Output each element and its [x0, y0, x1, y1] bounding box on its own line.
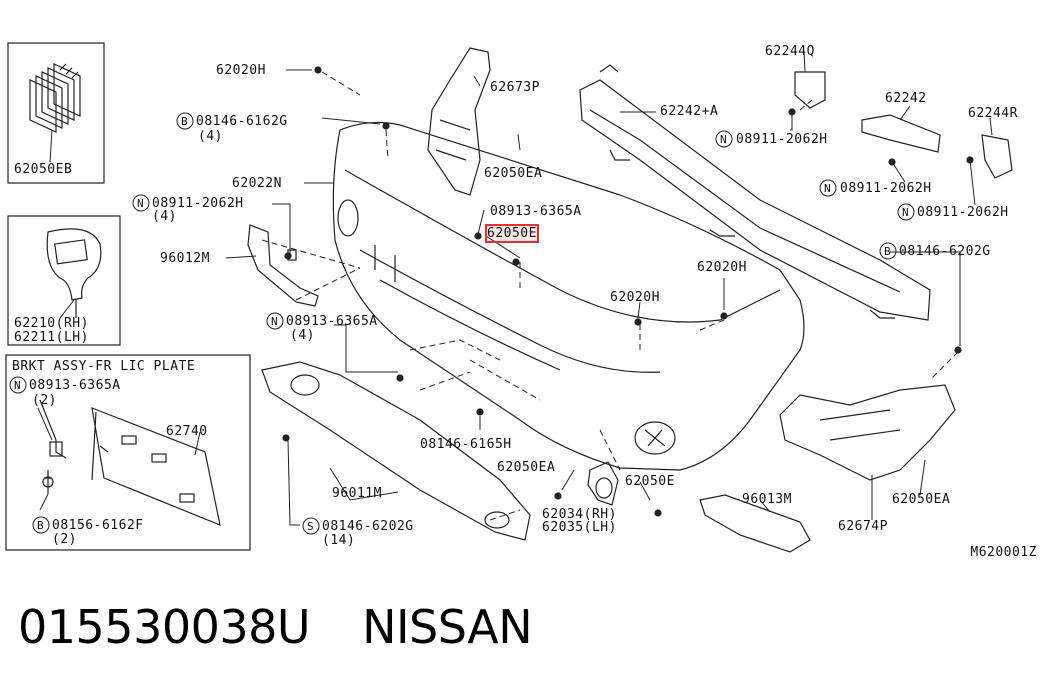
quantity: (4): [198, 129, 223, 144]
clip-stack-icon: [29, 63, 81, 133]
part-label[interactable]: 62020H: [610, 290, 660, 305]
part-label[interactable]: 62050E: [625, 474, 675, 489]
quantity: (2): [32, 393, 57, 408]
symbol-n: N: [720, 133, 728, 146]
part-label[interactable]: 62673P: [490, 80, 540, 95]
quantity: (2): [52, 532, 77, 547]
quantity: (4): [290, 328, 315, 343]
part-label[interactable]: 62242+A: [660, 104, 719, 119]
part-label[interactable]: 62050EA: [497, 460, 556, 475]
inset-box-62050EB: [7, 42, 105, 184]
quantity: (14): [322, 533, 356, 548]
inset-box-lic-plate: [5, 354, 251, 551]
part-label[interactable]: 08911-2062H: [917, 205, 1009, 220]
part-label[interactable]: 62050EA: [892, 492, 951, 507]
fog-lamp-62034: [587, 461, 619, 506]
part-label[interactable]: 96012M: [160, 251, 210, 266]
part-label[interactable]: 08911-2062H: [152, 196, 244, 211]
symbol-s: S: [307, 520, 315, 533]
symbol-circles: [9, 112, 915, 535]
part-label[interactable]: 62050EA: [484, 166, 543, 181]
part-label[interactable]: 62210(RH): [14, 316, 89, 331]
bracket-62673p: [427, 47, 491, 196]
diagram-code: M620001Z: [970, 545, 1037, 560]
part-label[interactable]: 62050EB: [14, 162, 73, 177]
part-label[interactable]: 62211(LH): [14, 330, 89, 345]
part-label[interactable]: 62242: [885, 91, 927, 106]
part-label[interactable]: 08911-2062H: [736, 132, 828, 147]
symbol-b: B: [884, 245, 892, 258]
part-label[interactable]: 08911-2062H: [840, 181, 932, 196]
inset-title: BRKT ASSY-FR LIC PLATE: [12, 359, 196, 374]
part-label[interactable]: 62244Q: [765, 44, 815, 59]
fasteners: [282, 66, 974, 517]
symbol-n: N: [902, 206, 910, 219]
part-label[interactable]: 08146-6165H: [420, 437, 512, 452]
symbol-n: N: [14, 379, 22, 392]
part-label[interactable]: 62034(RH): [542, 507, 617, 522]
part-label[interactable]: 08146-6202G: [899, 244, 991, 259]
inset-box-62210: [7, 215, 121, 346]
part-label[interactable]: 96011M: [332, 486, 382, 501]
symbol-b: B: [37, 519, 45, 532]
bracket-96013m: [699, 494, 811, 553]
part-number: 015530038U: [18, 600, 311, 654]
part-label[interactable]: 62020H: [216, 63, 266, 78]
symbol-n: N: [137, 197, 145, 210]
part-label[interactable]: 62022N: [232, 176, 282, 191]
symbol-n: N: [271, 315, 279, 328]
guide-lines: [261, 71, 959, 521]
part-label[interactable]: 08146-6162G: [196, 114, 288, 129]
footer-caption: 015530038U NISSAN: [18, 600, 533, 654]
part-label[interactable]: 96013M: [742, 492, 792, 507]
part-label[interactable]: 08156-6162F: [52, 518, 144, 533]
quantity: (4): [152, 209, 177, 224]
license-plate-bracket: [39, 399, 221, 526]
part-label[interactable]: 08913-6365A: [286, 314, 378, 329]
lower-panel-96011m: [261, 361, 531, 541]
part-label[interactable]: 08913-6365A: [29, 378, 121, 393]
part-label[interactable]: 62035(LH): [542, 520, 617, 535]
part-label[interactable]: 08913-6365A: [490, 204, 582, 219]
part-label[interactable]: 62020H: [697, 260, 747, 275]
symbol-n: N: [824, 182, 832, 195]
part-label[interactable]: 62674P: [838, 519, 888, 534]
part-label[interactable]: 08146-6202G: [322, 519, 414, 534]
symbol-b: B: [181, 115, 189, 128]
leader-lines: [37, 51, 993, 526]
fog-bezel-icon: [46, 228, 102, 318]
part-label[interactable]: 62244R: [968, 106, 1018, 121]
brand-name: NISSAN: [362, 600, 533, 654]
reinforcement-beam: [579, 64, 931, 321]
bracket-62674p: [779, 384, 956, 481]
bumper-fascia: [332, 121, 805, 471]
side-brackets: [794, 71, 1013, 179]
part-label[interactable]: 62740: [166, 424, 208, 439]
highlighted-part-label[interactable]: 62050E: [485, 224, 539, 243]
